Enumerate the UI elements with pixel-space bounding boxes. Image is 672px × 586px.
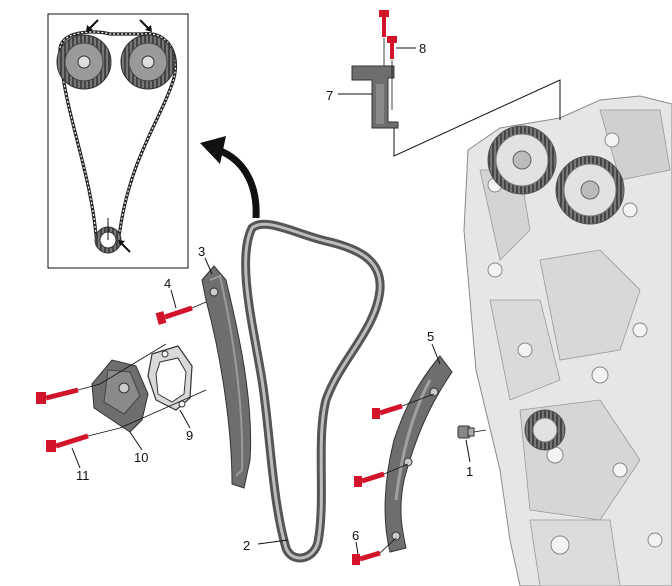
tensioner-gasket	[147, 345, 193, 411]
bracket	[351, 65, 399, 129]
bolt-11-lower-icon	[46, 433, 89, 452]
bolt-guide-middle-icon	[354, 471, 385, 487]
inset-right-cam-sprocket	[120, 34, 176, 90]
callout-1: 1	[466, 464, 473, 479]
bolt-8-icon	[387, 36, 397, 59]
chain-guide	[384, 355, 453, 553]
alignment-mark-arrow-icon	[86, 19, 99, 32]
engine-crank-sprocket	[524, 409, 566, 451]
callout-11: 11	[76, 468, 90, 483]
callout-10: 10	[134, 450, 148, 465]
bolt-4-icon	[155, 305, 193, 325]
alignment-mark-arrow-icon	[139, 19, 152, 32]
callout-3: 3	[198, 244, 205, 259]
engine-intake-sprocket	[487, 125, 557, 195]
inset-left-cam-sprocket	[56, 34, 112, 90]
bolt-top-icon	[379, 10, 389, 37]
callout-4: 4	[164, 276, 171, 291]
alignment-mark-arrow-icon	[118, 240, 131, 253]
dowel-pin	[457, 425, 475, 439]
curved-arrow-icon	[200, 136, 260, 219]
timing-chain	[241, 219, 385, 563]
engine-exhaust-sprocket	[555, 155, 625, 225]
chain-tensioner-arm	[201, 265, 252, 489]
callout-2: 2	[243, 538, 250, 553]
callout-8: 8	[419, 41, 426, 56]
callout-6: 6	[352, 528, 359, 543]
engine-block	[463, 95, 672, 586]
bolt-6-icon	[352, 550, 381, 565]
callout-labels: 1 2 3 4 5 6 7 8 9 10 11	[76, 41, 473, 553]
bolt-guide-upper-icon	[372, 403, 403, 419]
inset-detail-view	[47, 13, 189, 269]
callout-leaders	[71, 47, 471, 555]
chain-tensioner	[91, 359, 149, 433]
callout-5: 5	[427, 329, 434, 344]
callout-9: 9	[186, 428, 193, 443]
bolt-11-upper-icon	[36, 387, 79, 404]
callout-7: 7	[326, 88, 333, 103]
